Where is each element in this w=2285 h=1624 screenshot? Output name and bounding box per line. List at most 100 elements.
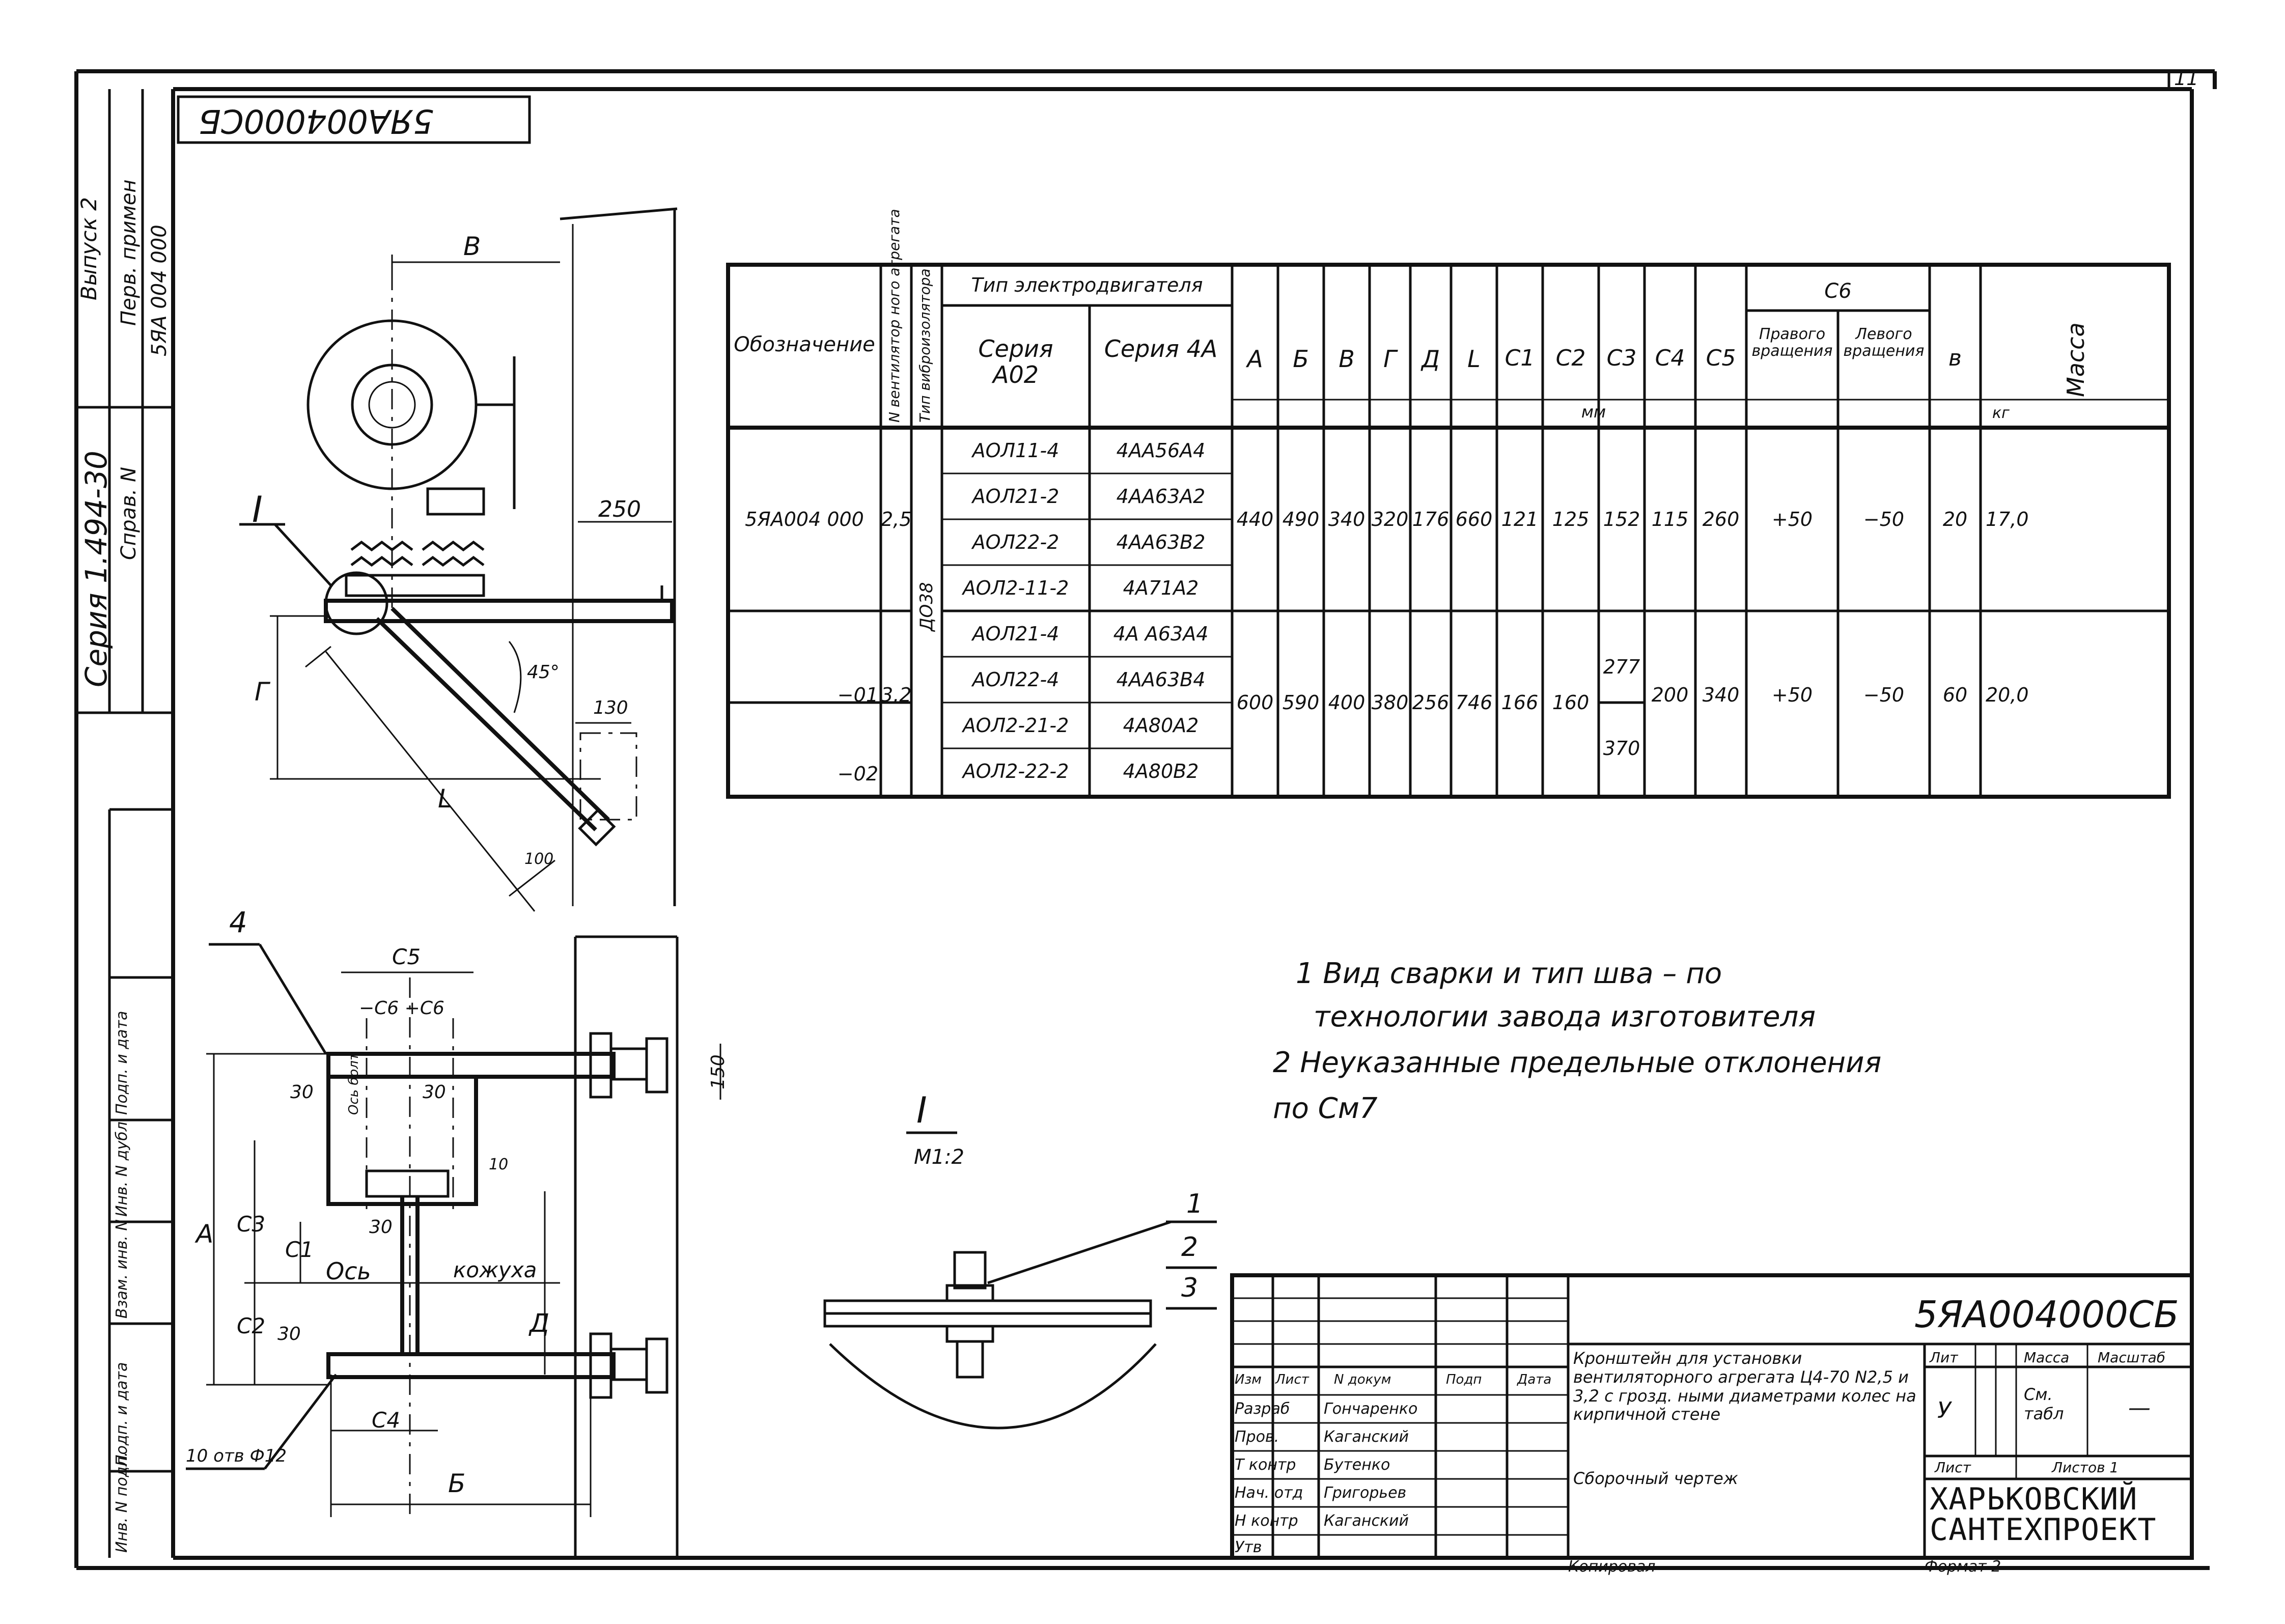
side-first-use-value: 5ЯА 004 000 [148, 225, 171, 356]
cell-b-1: 20 [1942, 508, 1968, 530]
tb-col-list: Лист [1275, 1372, 1309, 1387]
cell-a02-8: АОЛ2-22-2 [962, 760, 1069, 782]
dim-30b-label: 30 [423, 1082, 446, 1103]
tb-sheets-label: Листов 1 [2052, 1459, 2119, 1476]
side-series: Серия 1.494-30 [79, 451, 114, 687]
cell-designation-2: −01 [837, 684, 878, 706]
pos-1-label: 1 [1186, 1189, 1204, 1219]
side-field-3: Взам. инв. N [113, 1219, 131, 1319]
dim-30a-label: 30 [290, 1082, 314, 1103]
cell-G-2: 380 [1371, 691, 1409, 714]
note-line-1: 1 Вид сварки и тип шва – по [1296, 957, 1722, 990]
table-grid [726, 263, 2171, 799]
dim-250-label: 250 [598, 496, 641, 522]
cell-C3-3: 370 [1603, 737, 1640, 760]
th-motor-type: Тип электродвигателя [971, 274, 1203, 296]
cell-C5-2: 340 [1702, 684, 1740, 706]
th-col-D: Д [1422, 345, 1440, 373]
th-col-L: L [1467, 345, 1481, 373]
cell-a02-6: АОЛ22-4 [972, 668, 1060, 691]
cell-C2-2: 160 [1552, 691, 1590, 714]
cell-C4-2: 200 [1651, 684, 1689, 706]
th-col-C2: С2 [1555, 345, 1586, 371]
code-rotated: 5ЯА004000СБ [199, 102, 434, 139]
cell-4a-4: 4А71А2 [1123, 577, 1199, 599]
tb-scale-label: Масштаб [2098, 1349, 2166, 1366]
tb-name-5: Каганский [1324, 1512, 1409, 1530]
tb-col-sign: Подп [1446, 1372, 1482, 1387]
view-I-upper: I [252, 489, 263, 530]
tb-role-5: Н контр [1235, 1512, 1298, 1530]
cell-4a-1: 4АА56А4 [1116, 439, 1206, 462]
sheet-number: 11 [2174, 67, 2199, 90]
cell-right-1: +50 [1771, 508, 1813, 530]
note-line-3: 2 Неуказанные предельные отклонения [1273, 1046, 1882, 1079]
dim-30d-label: 30 [277, 1324, 301, 1345]
side-ref: Справ. N [117, 467, 141, 560]
dim-G-label: Г [255, 677, 269, 707]
tb-col-date: Дата [1517, 1372, 1552, 1387]
cell-a02-3: АОЛ22-2 [972, 531, 1060, 553]
cell-a02-2: АОЛ21-2 [972, 485, 1060, 508]
cell-G-1: 320 [1371, 508, 1409, 530]
cell-A-2: 600 [1236, 691, 1274, 714]
th-series-4a: Серия 4А [1104, 335, 1218, 362]
tb-description: Кронштейн для установки вентиляторного а… [1573, 1349, 1916, 1424]
cell-a02-4: АОЛ2-11-2 [962, 577, 1069, 599]
th-col-G: Г [1383, 345, 1397, 373]
th-vib-type: Тип виброизолятора [916, 268, 933, 423]
cell-V-1: 340 [1328, 508, 1366, 530]
casing-label: кожуха [453, 1257, 537, 1282]
cell-B-1: 490 [1282, 508, 1320, 530]
bolt-label: Ось болт [346, 1052, 361, 1115]
tb-format: Формат 2 [1925, 1558, 2001, 1576]
side-first-use: Перв. примен [117, 179, 141, 326]
th-col-C4: С4 [1655, 345, 1685, 371]
cell-mass-2: 20,0 [1986, 684, 2029, 706]
side-field-4: Инв. N дубл. [113, 1116, 131, 1217]
cell-a02-7: АОЛ2-21-2 [962, 714, 1069, 737]
tb-org: ХАРЬКОВСКИЙ САНТЕХПРОЕКТ [1930, 1481, 2157, 1548]
dim-Bb-label: Б [448, 1469, 466, 1498]
tb-mass-label: Масса [2024, 1349, 2070, 1366]
th-mm: мм [1581, 402, 1606, 422]
scale-label: М1:2 [914, 1145, 964, 1169]
cell-4a-8: 4А80В2 [1123, 760, 1199, 782]
cell-C3-2: 277 [1603, 656, 1640, 678]
dim-A-label: А [196, 1219, 214, 1249]
cell-C5-1: 260 [1702, 508, 1740, 530]
cell-C3-1: 152 [1603, 508, 1640, 530]
dim-C5-label: С5 [392, 944, 421, 969]
view-I-lower: I [916, 1089, 927, 1131]
tb-role-4: Нач. отд [1235, 1484, 1303, 1502]
cell-4a-5: 4А А63А4 [1113, 623, 1209, 645]
side-field-2: Подп. и дата [113, 1362, 131, 1466]
cell-4a-6: 4АА63В4 [1116, 668, 1206, 691]
cell-4a-3: 4АА63В2 [1116, 531, 1206, 553]
side-issue: Выпуск 2 [76, 197, 101, 300]
tb-mass-value: См. табл [2024, 1385, 2064, 1423]
cell-4a-2: 4АА63А2 [1116, 485, 1206, 508]
tb-role-3: Т контр [1235, 1456, 1296, 1474]
cell-fan-2: 3,2 [881, 684, 912, 706]
th-b: в [1948, 345, 1962, 371]
cell-4a-7: 4А80А2 [1123, 714, 1199, 737]
cell-V-2: 400 [1328, 691, 1366, 714]
pos-3-label: 3 [1181, 1273, 1199, 1303]
dim-C1-label: С1 [285, 1237, 314, 1262]
cell-C1-1: 121 [1501, 508, 1539, 530]
dim-150-label: 150 [708, 1054, 729, 1089]
cell-a02-5: АОЛ21-4 [972, 623, 1060, 645]
tb-name-2: Каганский [1324, 1428, 1409, 1446]
cell-designation-3: −02 [837, 763, 878, 785]
tb-copied: Копировал [1568, 1558, 1656, 1576]
holes-label: 10 отв Ф12 [186, 1446, 287, 1466]
axis-label: Ось [326, 1257, 371, 1285]
dim-C2-label: С2 [237, 1313, 266, 1338]
tb-col-doc: N докум [1334, 1372, 1391, 1387]
cell-C1-2: 166 [1501, 691, 1539, 714]
pos-4-label: 4 [229, 906, 247, 939]
tb-doc-type: Сборочный чертеж [1573, 1469, 1738, 1488]
th-designation: Обозначение [734, 333, 875, 356]
